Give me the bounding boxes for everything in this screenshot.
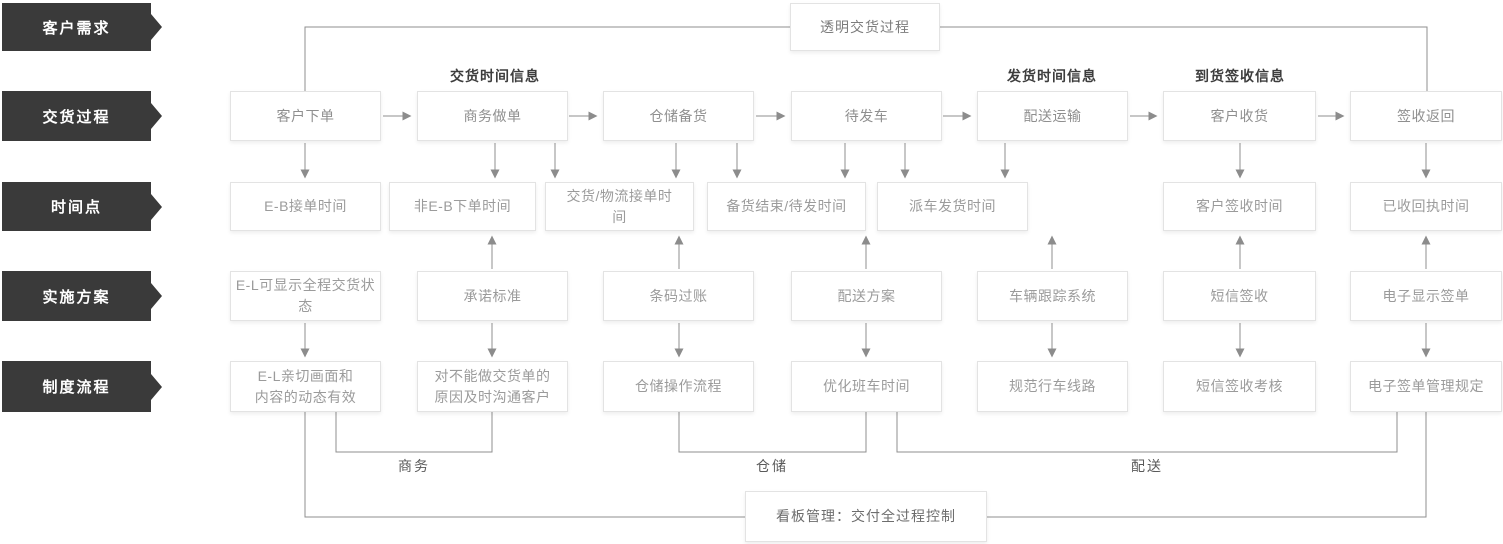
node-time-eb-order: E-B接单时间: [230, 182, 381, 231]
node-plan-el-status: E-L可显示全程交货状态: [230, 271, 381, 321]
node-process-business-order: 商务做单: [417, 91, 568, 141]
node-proc-esign-regulation: 电子签单管理规定: [1350, 361, 1502, 412]
group-label-business: 商务: [398, 458, 430, 474]
node-time-receipt-back: 已收回执时间: [1350, 182, 1502, 231]
node-proc-sms-assessment: 短信签收考核: [1163, 361, 1316, 412]
node-plan-delivery-plan: 配送方案: [791, 271, 942, 321]
node-time-non-eb-order: 非E-B下单时间: [389, 182, 536, 231]
node-kanban-management: 看板管理：交付全过程控制: [745, 491, 987, 542]
node-process-customer-order: 客户下单: [230, 91, 381, 141]
group-label-delivery: 配送: [1131, 458, 1163, 474]
header-arrival-sign-info: 到货签收信息: [1195, 68, 1285, 84]
node-proc-warehouse-flow: 仓储操作流程: [603, 361, 754, 412]
node-process-warehouse-prepare: 仓储备货: [603, 91, 754, 141]
node-time-logistics-order: 交货/物流接单时间: [545, 182, 694, 231]
row-label-delivery-process: 交货过程: [2, 91, 162, 141]
header-delivery-time-info: 交货时间信息: [450, 68, 540, 84]
node-proc-optimize-shuttle: 优化班车时间: [791, 361, 942, 412]
group-label-warehouse: 仓储: [756, 458, 788, 474]
node-plan-commit-standard: 承诺标准: [417, 271, 568, 321]
node-process-await-dispatch: 待发车: [791, 91, 942, 141]
node-process-delivery-transport: 配送运输: [977, 91, 1128, 141]
node-plan-vehicle-tracking: 车辆跟踪系统: [977, 271, 1128, 321]
header-shipping-time-info: 发货时间信息: [1007, 68, 1097, 84]
node-transparent-delivery-process: 透明交货过程: [790, 3, 940, 51]
node-proc-el-screen-valid: E-L亲切画面和 内容的动态有效: [230, 361, 381, 412]
row-label-customer-demand: 客户需求: [2, 3, 162, 51]
node-process-customer-receive: 客户收货: [1163, 91, 1316, 141]
node-proc-communicate-customer: 对不能做交货单的 原因及时沟通客户: [417, 361, 568, 412]
row-label-system-procedure: 制度流程: [2, 361, 162, 412]
node-time-customer-sign: 客户签收时间: [1163, 182, 1316, 231]
node-proc-standard-route: 规范行车线路: [977, 361, 1128, 412]
row-label-time-points: 时间点: [2, 182, 162, 231]
node-plan-barcode-posting: 条码过账: [603, 271, 754, 321]
node-plan-e-display-sign: 电子显示签单: [1350, 271, 1502, 321]
row-label-implementation-plan: 实施方案: [2, 271, 162, 321]
node-time-dispatch-ship: 派车发货时间: [877, 182, 1028, 231]
node-time-prepare-done: 备货结束/待发时间: [707, 182, 866, 231]
node-process-sign-return: 签收返回: [1350, 91, 1502, 141]
node-plan-sms-sign: 短信签收: [1163, 271, 1316, 321]
